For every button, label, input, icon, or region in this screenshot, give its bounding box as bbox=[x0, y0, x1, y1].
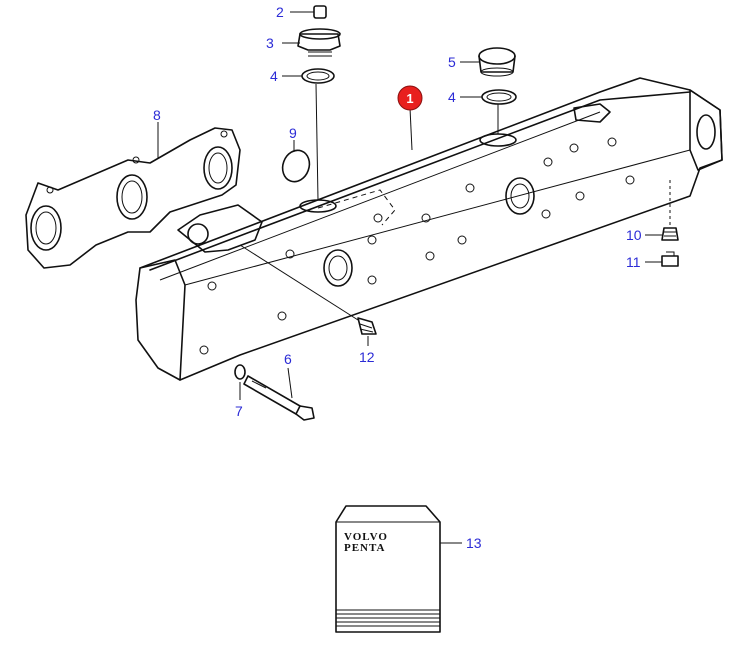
main-part-badge[interactable]: 1 bbox=[397, 85, 423, 111]
callout-13[interactable]: 13 bbox=[466, 535, 482, 551]
main-part-badge-label: 1 bbox=[406, 91, 413, 106]
callout-9[interactable]: 9 bbox=[289, 125, 297, 141]
book-title-line2: PENTA bbox=[344, 542, 385, 554]
callout-12[interactable]: 12 bbox=[359, 349, 375, 365]
bolt[interactable] bbox=[243, 375, 315, 421]
sealing-ring-right[interactable] bbox=[481, 89, 517, 105]
manifold-gasket[interactable] bbox=[25, 127, 241, 269]
washer[interactable] bbox=[234, 364, 246, 380]
book-title-line1: VOLVO bbox=[344, 531, 388, 543]
plug-11[interactable] bbox=[661, 251, 679, 267]
callout-5[interactable]: 5 bbox=[448, 54, 456, 70]
callout-2[interactable]: 2 bbox=[276, 4, 284, 20]
plug-right[interactable] bbox=[478, 47, 516, 77]
callout-11[interactable]: 11 bbox=[626, 254, 641, 270]
nipple-10[interactable] bbox=[661, 227, 679, 241]
callout-7[interactable]: 7 bbox=[235, 403, 243, 419]
callout-4-upper[interactable]: 4 bbox=[270, 68, 278, 84]
callout-10[interactable]: 10 bbox=[626, 227, 642, 243]
plug-with-vent[interactable] bbox=[297, 5, 341, 57]
o-ring[interactable] bbox=[278, 147, 313, 186]
instruction-book[interactable]: VOLVO PENTA bbox=[335, 505, 441, 633]
callout-3[interactable]: 3 bbox=[266, 35, 274, 51]
callout-8[interactable]: 8 bbox=[153, 107, 161, 123]
sealing-ring-upper[interactable] bbox=[301, 68, 335, 84]
nipple-12[interactable] bbox=[357, 317, 377, 335]
callout-4-right[interactable]: 4 bbox=[448, 89, 456, 105]
callout-6[interactable]: 6 bbox=[284, 351, 292, 367]
exhaust-manifold[interactable] bbox=[135, 77, 723, 381]
